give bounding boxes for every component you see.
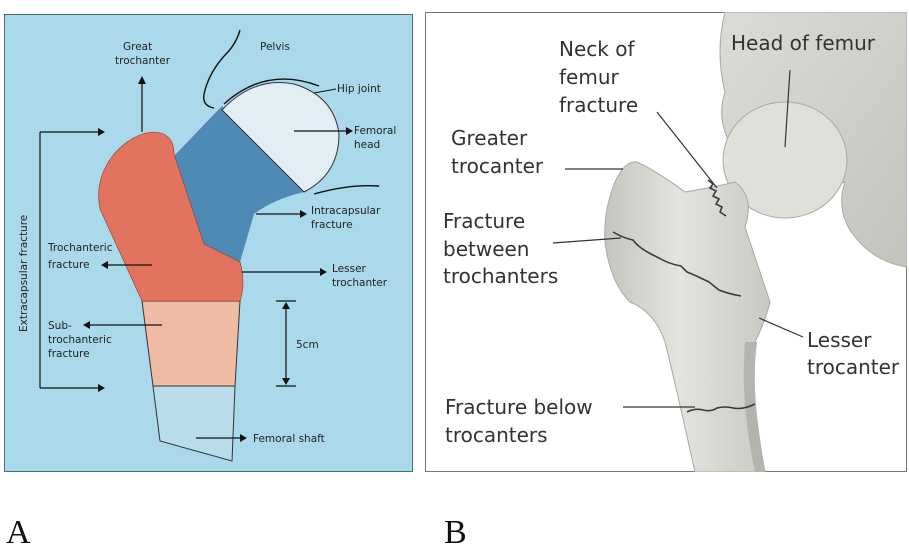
panel-a-caption: A: [6, 516, 31, 550]
intracapsular-label-1: Intracapsular: [311, 205, 381, 217]
intracapsular-label-2: fracture: [311, 219, 353, 231]
great-trochanter-label-2: trochanter: [115, 55, 171, 67]
panel-b-caption: B: [444, 516, 467, 550]
femur-fracture-illustration: Neck of femur fracture Head of femur Gre…: [425, 12, 907, 472]
greater-trocanter-label-1: Greater: [451, 126, 528, 150]
trochanteric-label-2: fracture: [48, 259, 90, 271]
trochanteric-label-1: Trochanteric: [47, 242, 113, 254]
lesser-trocanter-label-2: trocanter: [807, 355, 900, 379]
great-trochanter-label-1: Great: [123, 41, 152, 53]
subtrochanteric-label-3: fracture: [48, 348, 90, 360]
diagram-a-canvas: Great trochanter Pelvis Hip joint Femora…: [4, 14, 413, 472]
fracture-between-label-3: trochanters: [443, 264, 558, 288]
lesser-trocanter-label-1: Lesser: [807, 328, 872, 352]
subtrochanteric-label-2: trochanteric: [48, 334, 112, 346]
greater-trocanter-label-2: trocanter: [451, 154, 544, 178]
lesser-trochanter-label-1: Lesser: [332, 263, 367, 275]
femoral-head-label-1: Femoral: [354, 125, 396, 137]
femoral-head-label-2: head: [354, 139, 380, 151]
subtrochanteric-region: [142, 301, 240, 386]
subtrochanteric-label-1: Sub-: [48, 320, 72, 332]
femoral-shaft-label: Femoral shaft: [253, 433, 325, 445]
neck-fracture-label-1: Neck of: [559, 37, 635, 61]
neck-fracture-label-3: fracture: [559, 93, 638, 117]
fracture-below-label-2: trocanters: [445, 423, 548, 447]
fracture-between-label-2: between: [443, 237, 529, 261]
fracture-between-label-1: Fracture: [443, 209, 525, 233]
lesser-trochanter-label-2: trochanter: [332, 277, 388, 289]
fracture-below-label-1: Fracture below: [445, 395, 593, 419]
diagram-b-canvas: Neck of femur fracture Head of femur Gre…: [425, 12, 907, 472]
pelvis-label: Pelvis: [260, 41, 290, 53]
hip-fracture-classification-diagram: Great trochanter Pelvis Hip joint Femora…: [4, 14, 413, 472]
extracapsular-fracture-label: Extracapsular fracture: [18, 215, 30, 332]
head-of-femur-label: Head of femur: [731, 31, 876, 55]
hip-joint-label: Hip joint: [337, 83, 381, 95]
five-cm-label: 5cm: [296, 339, 319, 351]
neck-fracture-label-2: femur: [559, 65, 620, 89]
